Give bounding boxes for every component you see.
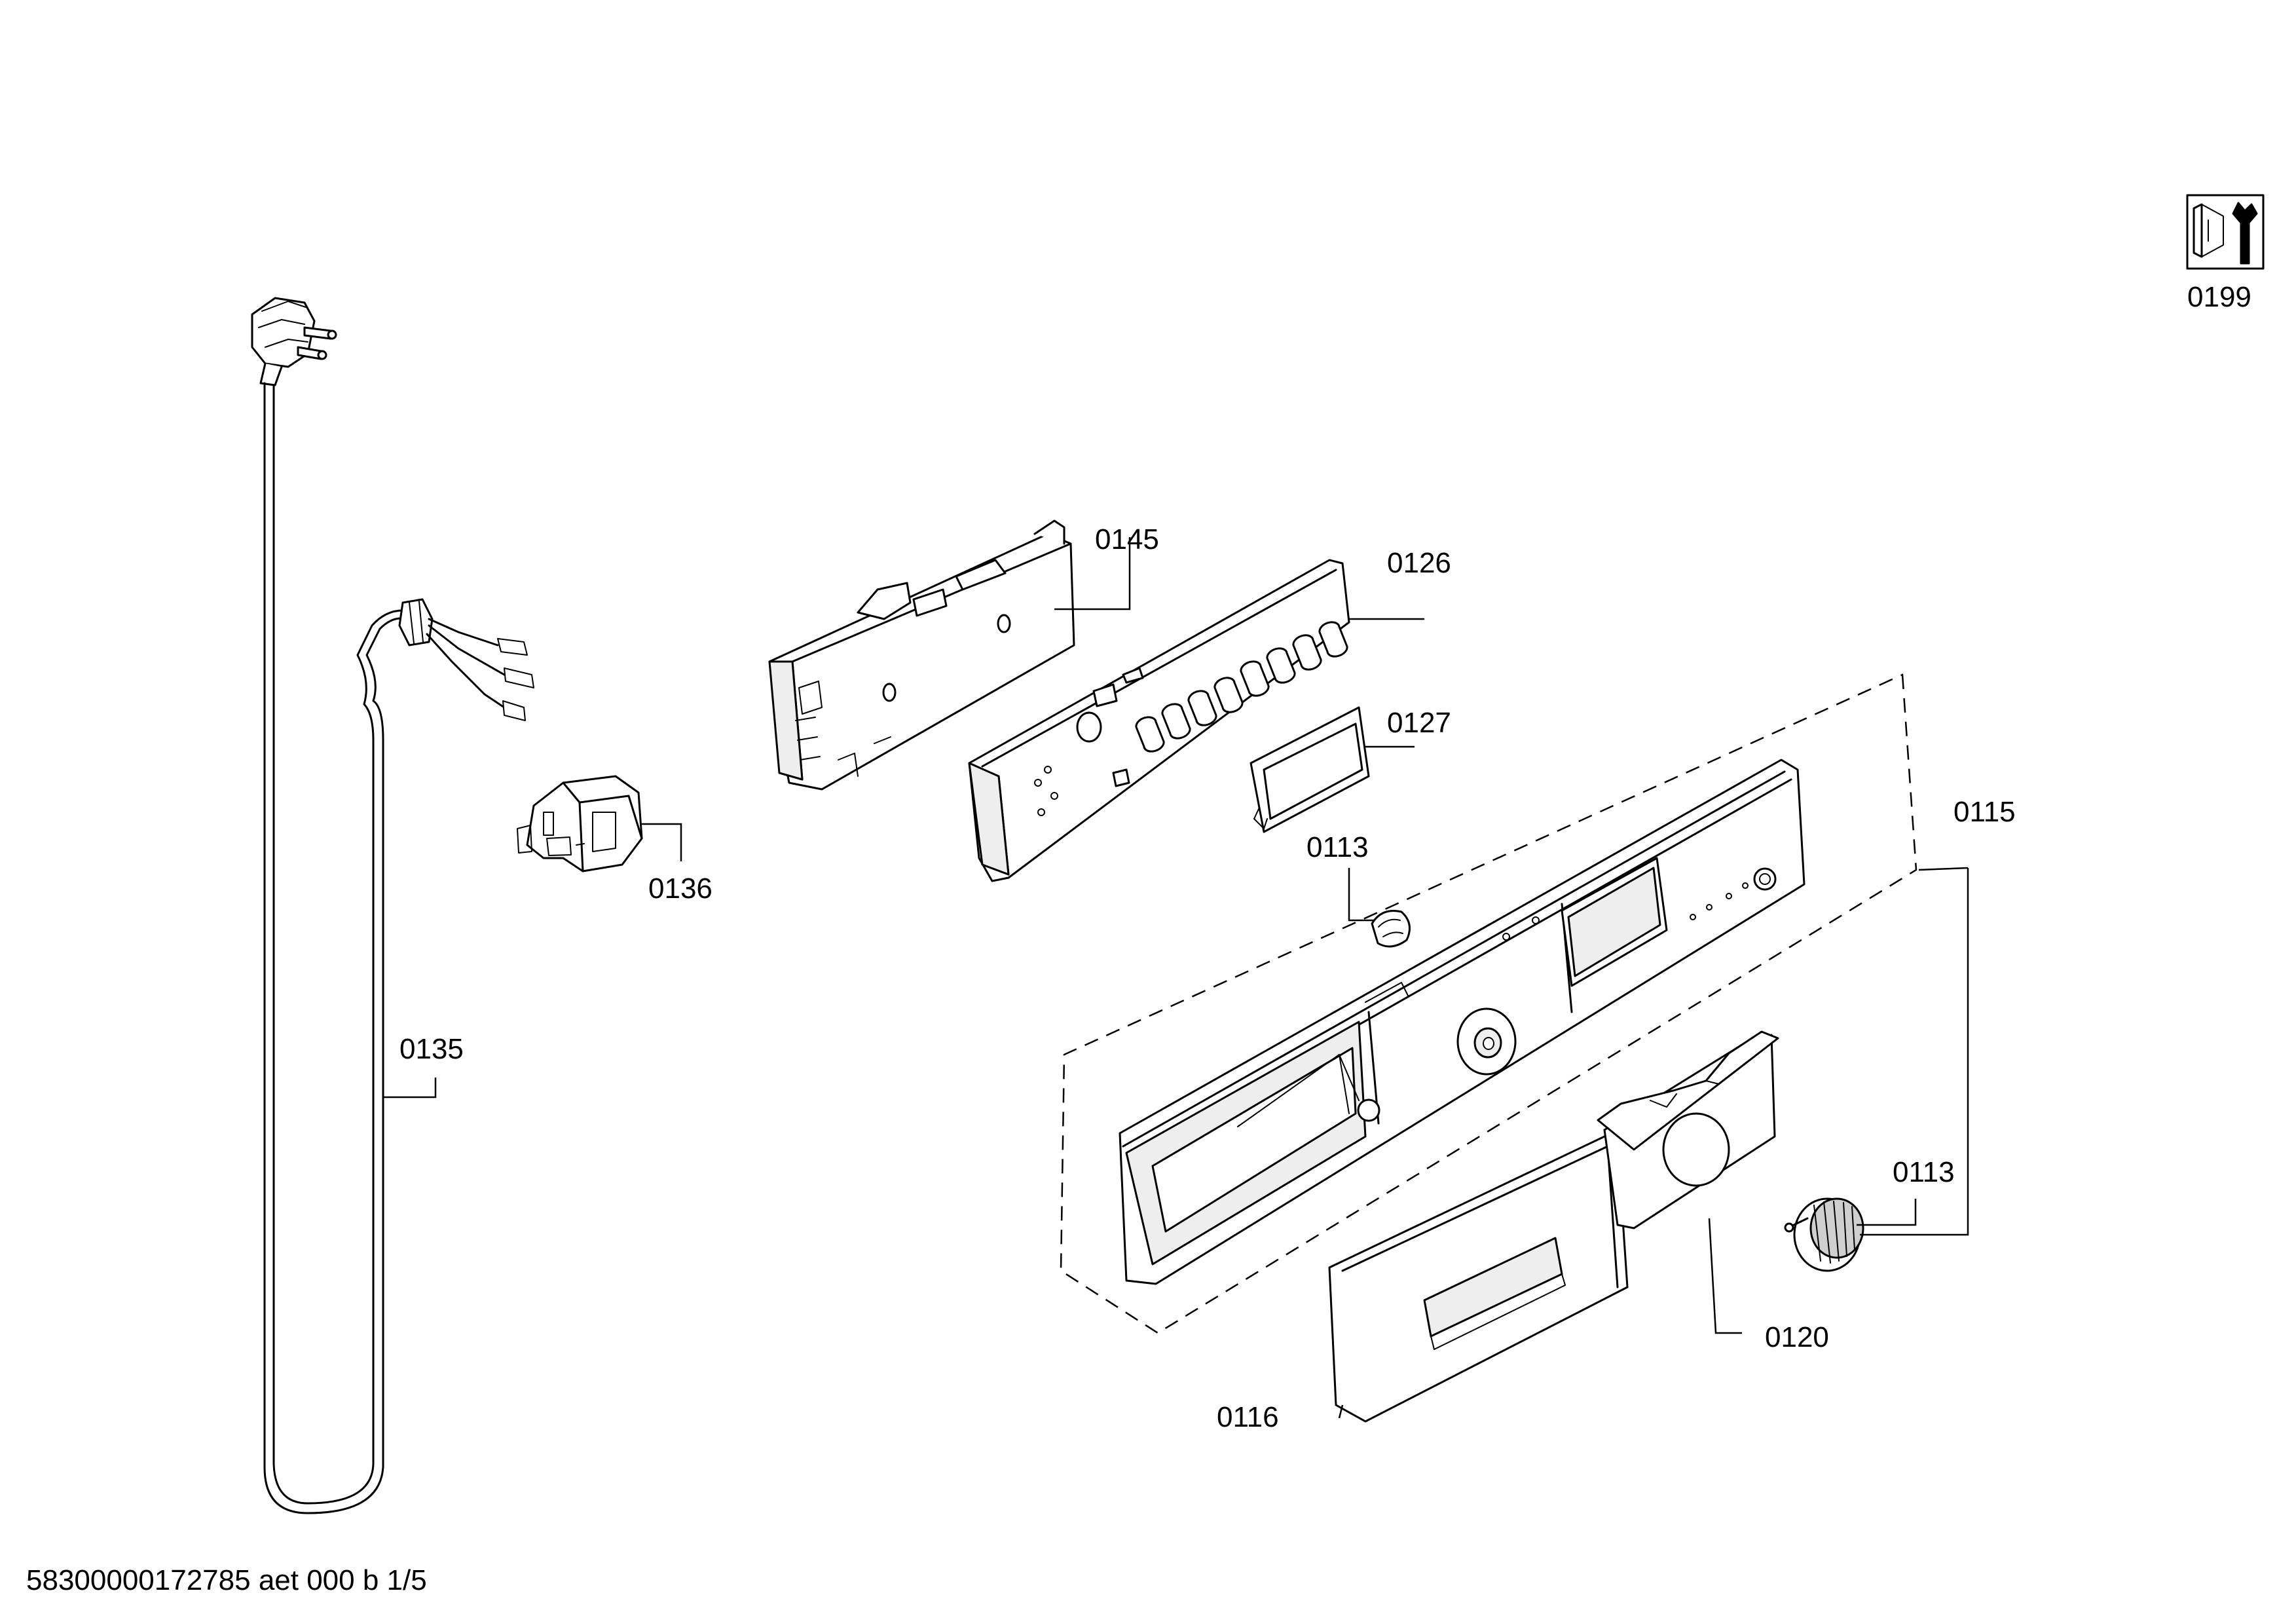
button-carrier bbox=[968, 559, 1350, 882]
label-0135: 0135 bbox=[399, 1033, 464, 1065]
label-0127: 0127 bbox=[1387, 707, 1451, 739]
leader-lines bbox=[383, 537, 1969, 1419]
knob-insert bbox=[1371, 910, 1411, 948]
label-0113-knob: 0113 bbox=[1893, 1156, 1955, 1188]
document-footer: 58300000172785 aet 000 b 1/5 bbox=[26, 1564, 427, 1596]
label-0115: 0115 bbox=[1953, 796, 2016, 828]
control-panel-facia bbox=[1119, 759, 1805, 1285]
label-0136: 0136 bbox=[648, 873, 713, 905]
switch-springs bbox=[1135, 621, 1348, 753]
power-cord bbox=[251, 297, 534, 1514]
label-0126: 0126 bbox=[1387, 547, 1451, 579]
drawer-panel bbox=[1328, 1135, 1629, 1423]
label-0116: 0116 bbox=[1217, 1401, 1279, 1433]
label-0199: 0199 bbox=[2187, 281, 2251, 313]
display-window bbox=[1250, 706, 1370, 833]
programme-knob bbox=[1784, 1197, 1864, 1272]
control-module bbox=[768, 519, 1075, 791]
label-0113-top: 0113 bbox=[1306, 831, 1369, 863]
label-0120: 0120 bbox=[1765, 1321, 1829, 1353]
screw-wrench-icon bbox=[2186, 194, 2265, 270]
programme-panel bbox=[1597, 1030, 1779, 1229]
suppression-filter bbox=[517, 775, 643, 873]
assembly-boundary bbox=[1060, 673, 1917, 1334]
label-0145: 0145 bbox=[1095, 523, 1159, 555]
